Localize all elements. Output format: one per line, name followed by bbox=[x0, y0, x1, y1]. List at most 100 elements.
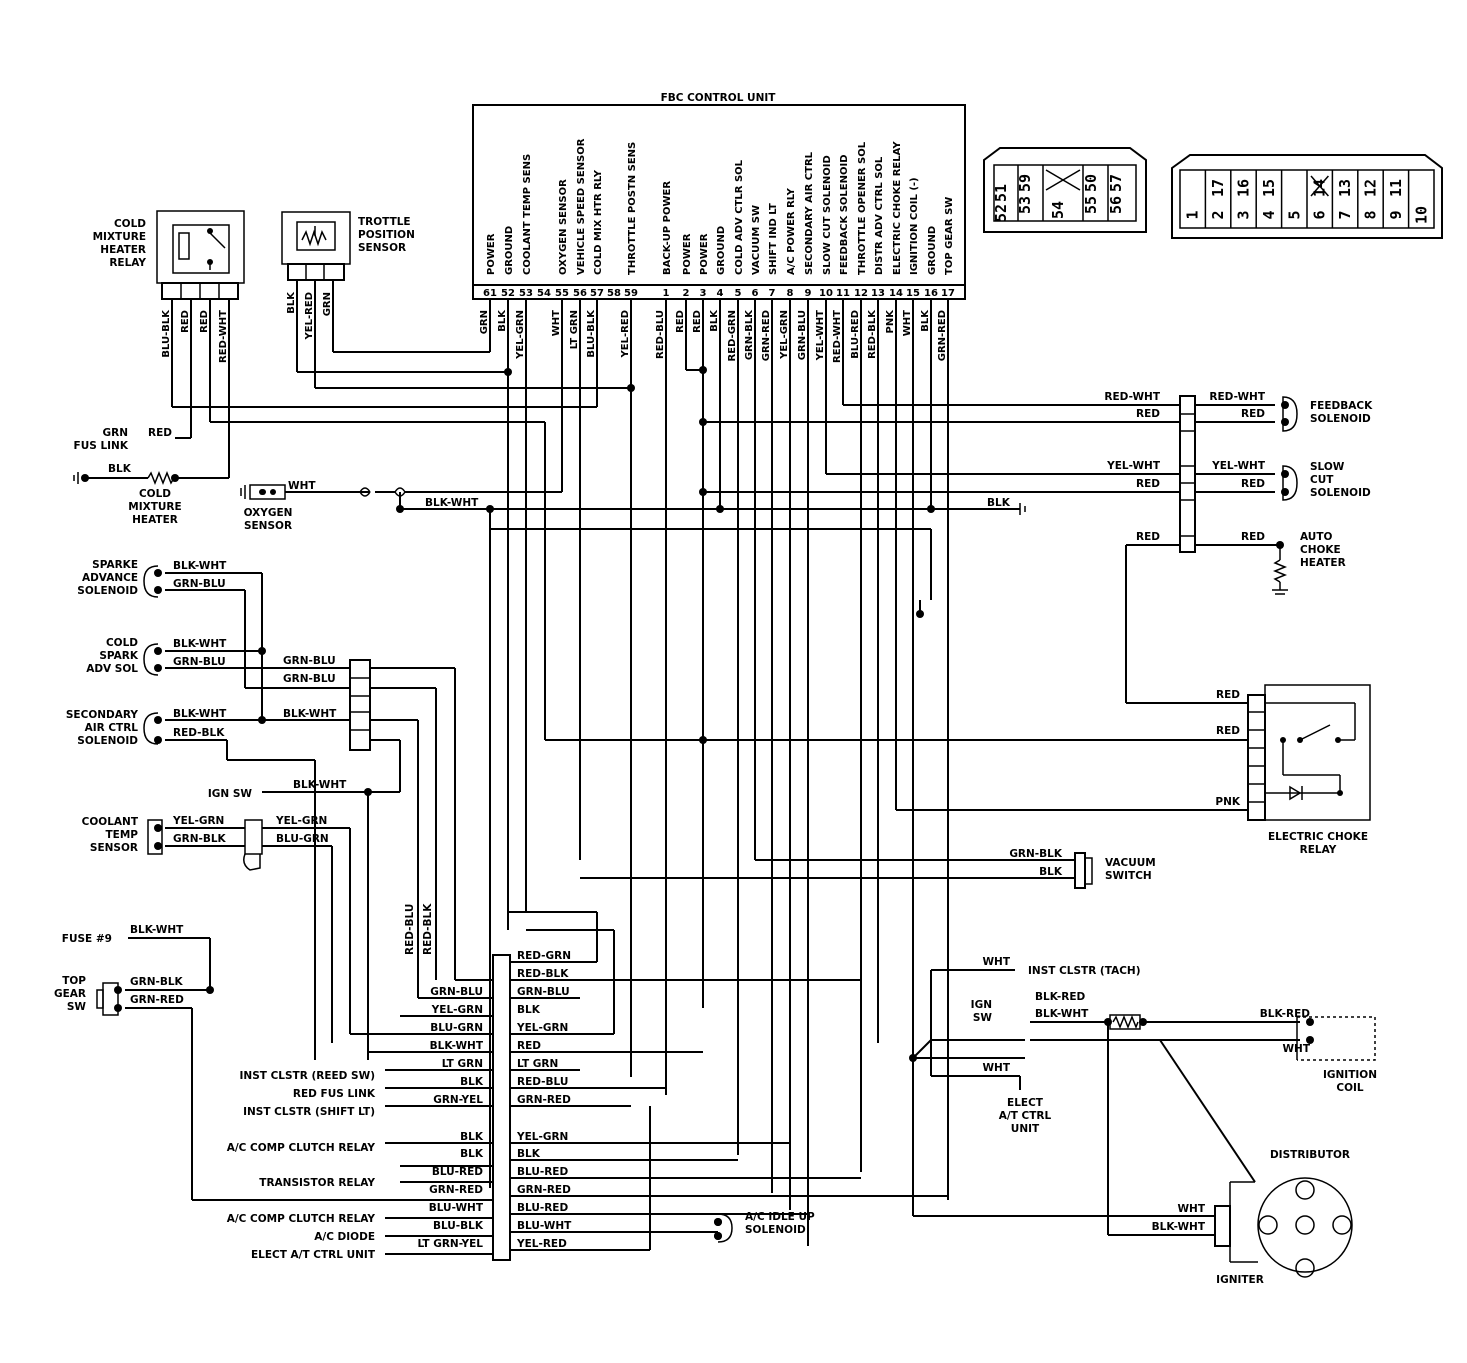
ecu-pin: 2 bbox=[683, 288, 690, 299]
component-label: SOLENOID bbox=[745, 1224, 806, 1236]
wire-label: YEL-WHT bbox=[815, 310, 826, 362]
wire-label: BLK-WHT bbox=[1152, 1221, 1206, 1233]
ecu-pin: 52 bbox=[501, 288, 515, 299]
wire-label: BLK bbox=[460, 1148, 484, 1160]
harness-destination: INST CLSTR (SHIFT LT) bbox=[243, 1106, 375, 1118]
wire-label: RED bbox=[1136, 478, 1160, 490]
wire-label: YEL-RED bbox=[620, 310, 631, 358]
wire-label: RED bbox=[1216, 725, 1240, 737]
wire-label: RED-BLK bbox=[867, 309, 878, 359]
wire-label: YEL-GRN bbox=[779, 310, 790, 360]
wire-label: RED-BLK bbox=[517, 968, 569, 980]
harness-destination: ELECT A/T CTRL UNIT bbox=[251, 1249, 376, 1261]
wire-label: BLK-WHT bbox=[293, 779, 347, 791]
wire-label: LT GRN-YEL bbox=[417, 1238, 483, 1250]
ecu-signal: VEHICLE SPEED SENSOR bbox=[576, 138, 587, 275]
component-label: COLD bbox=[139, 488, 171, 500]
wire-label: RED bbox=[1241, 531, 1265, 543]
wire-label: RED bbox=[675, 310, 686, 333]
wire-label: LT GRN bbox=[517, 1058, 558, 1070]
ecu-pin: 6 bbox=[752, 288, 759, 299]
wire-label: RED-WHT bbox=[1104, 391, 1160, 403]
component-label: UNIT bbox=[1011, 1123, 1040, 1135]
wire-label: RED-BLK bbox=[173, 727, 225, 739]
wire-label: BLK-WHT bbox=[430, 1040, 484, 1052]
svg-text:53: 53 bbox=[1016, 196, 1034, 214]
svg-text:56: 56 bbox=[1107, 196, 1125, 214]
component-label: SOLENOID bbox=[1310, 413, 1371, 425]
component-label: FUSE #9 bbox=[62, 933, 112, 945]
wire-label: BLK-WHT bbox=[1035, 1008, 1089, 1020]
wire-label: GRN-BLU bbox=[283, 673, 336, 685]
ecu-signal: TOP GEAR SW bbox=[944, 197, 955, 275]
wire-label: WHT bbox=[551, 310, 562, 336]
connector-pin: 7 bbox=[1336, 210, 1354, 219]
component-label: A/T CTRL bbox=[999, 1110, 1052, 1122]
wire-label: BLK-WHT bbox=[130, 924, 184, 936]
wire-label: WHT bbox=[982, 956, 1010, 968]
ecu-pin: 5 bbox=[735, 288, 742, 299]
component-label: IGNITER bbox=[1216, 1274, 1264, 1286]
component-label: GRN bbox=[103, 427, 129, 439]
wire-label: RED bbox=[1136, 408, 1160, 420]
wire-label: BLK bbox=[987, 497, 1011, 509]
component-label: TROTTLE bbox=[358, 216, 411, 228]
ecu-signal: SLOW CUT SOLENOID bbox=[822, 155, 833, 275]
wire-label: GRN-RED bbox=[761, 310, 772, 361]
svg-text:50: 50 bbox=[1082, 174, 1100, 192]
wire-label: WHT bbox=[288, 480, 316, 492]
component-label: CUT bbox=[1310, 474, 1334, 486]
wire-label: BLK-WHT bbox=[425, 497, 479, 509]
wire-label: PNK bbox=[1215, 796, 1240, 808]
connector-pin: 5 bbox=[1285, 210, 1303, 219]
harness-destination: INST CLSTR (REED SW) bbox=[240, 1070, 375, 1082]
wire-label: BLK-WHT bbox=[173, 560, 227, 572]
component-label: AUTO bbox=[1300, 531, 1332, 543]
component-symbols bbox=[73, 396, 1376, 1278]
ecu-signal: POWER bbox=[699, 233, 710, 275]
component-label: SECONDARY bbox=[66, 709, 139, 721]
ecu-pin: 16 bbox=[924, 288, 938, 299]
component-label: COOLANT bbox=[82, 816, 139, 828]
wire-label: BLK bbox=[497, 309, 508, 332]
ecu-signal: IGNITION COIL (-) bbox=[909, 177, 920, 275]
ecu-signal: A/C POWER RLY bbox=[786, 187, 797, 275]
ecu-pin: 8 bbox=[787, 288, 794, 299]
component-label: HEATER bbox=[100, 244, 146, 256]
component-label: AIR CTRL bbox=[85, 722, 139, 734]
connector-pin: 11 bbox=[1387, 179, 1405, 197]
harness-destination: RED FUS LINK bbox=[293, 1088, 376, 1100]
connector-pin: 14 bbox=[1311, 179, 1329, 197]
component-label: SLOW bbox=[1310, 461, 1345, 473]
component-label: DISTRIBUTOR bbox=[1270, 1149, 1350, 1161]
component-label: SOLENOID bbox=[77, 735, 138, 747]
wire-label: GRN-BLU bbox=[797, 310, 808, 360]
wire-label: BLU-GRN bbox=[430, 1022, 483, 1034]
wire-label: BLU-BLK bbox=[433, 1220, 484, 1232]
ecu-pin: 14 bbox=[889, 288, 903, 299]
wire-label: BLU-GRN bbox=[276, 833, 329, 845]
wire-label: RED bbox=[1241, 408, 1265, 420]
wire-label: YEL-GRN bbox=[431, 1004, 483, 1016]
wire-label: GRN-BLK bbox=[173, 833, 227, 845]
wire-label: BLK bbox=[460, 1131, 484, 1143]
svg-text:51: 51 bbox=[992, 184, 1010, 202]
wire-label: BLK bbox=[1039, 866, 1063, 878]
wire-label: GRN-YEL bbox=[433, 1094, 483, 1106]
wire-label: GRN-BLU bbox=[283, 655, 336, 667]
ecu-pin: 10 bbox=[819, 288, 833, 299]
wire-label: GRN-RED bbox=[517, 1184, 571, 1196]
component-label: COLD bbox=[106, 637, 138, 649]
connector-pin: 17 bbox=[1209, 179, 1227, 197]
wire-label: GRN-BLK bbox=[744, 309, 755, 360]
splice-blocks bbox=[349, 395, 1196, 1261]
wire-label: YEL-RED bbox=[516, 1238, 567, 1250]
throttle-position-sensor bbox=[281, 211, 351, 281]
wires bbox=[85, 280, 1300, 1255]
ecu-signal: OXYGEN SENSOR bbox=[558, 179, 569, 275]
wire-label: LT GRN bbox=[569, 310, 580, 349]
connector-pin: 13 bbox=[1336, 179, 1354, 197]
wire-label: RED-BLK bbox=[422, 903, 434, 955]
wire-label: YEL-RED bbox=[304, 292, 315, 340]
